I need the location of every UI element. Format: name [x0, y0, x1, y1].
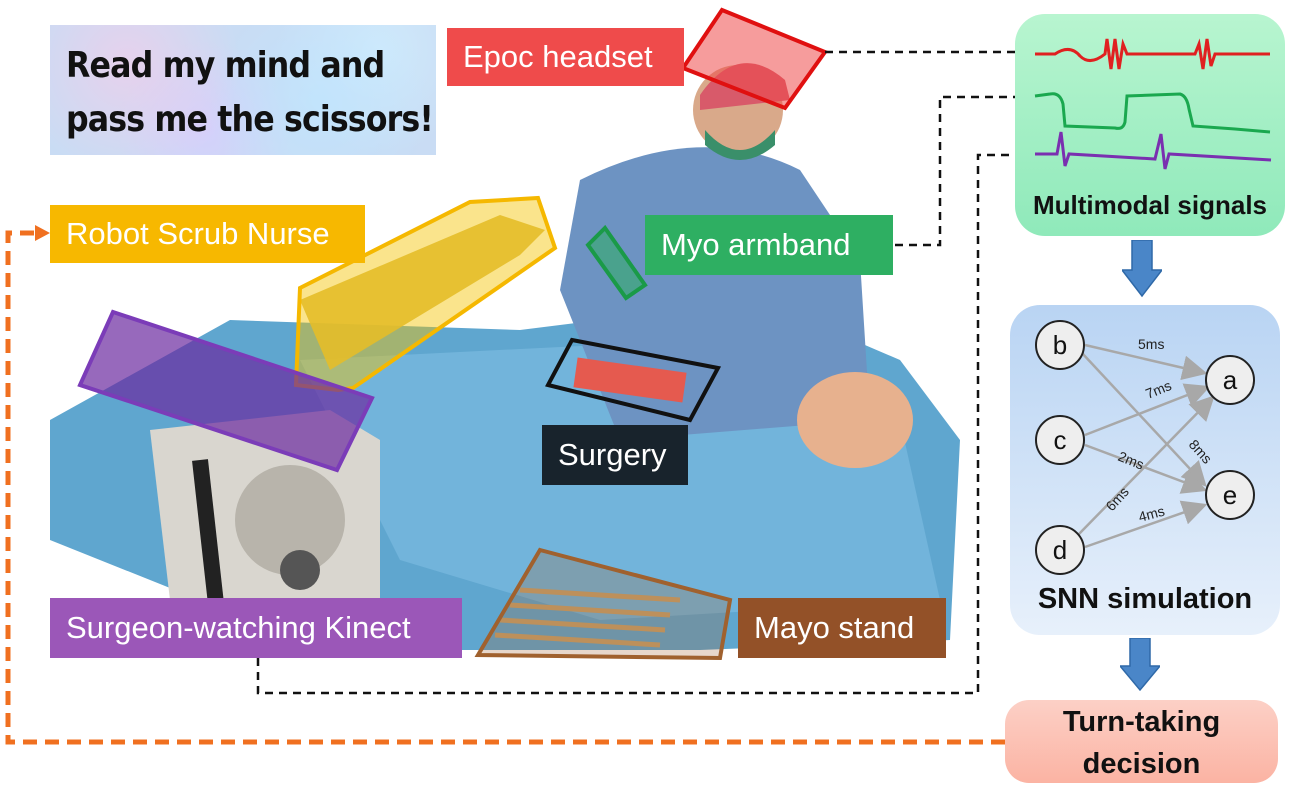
- feedback-arrow: [5, 230, 1005, 745]
- down-arrow-icon: [1120, 638, 1160, 692]
- label-kinect: Surgeon-watching Kinect: [50, 598, 462, 658]
- edge-label-5ms: 5ms: [1138, 336, 1164, 352]
- snn-simulation-panel: b c d a e 5ms 7ms 8ms 2ms 6ms 4ms SNN si…: [1010, 305, 1280, 635]
- label-surgery: Surgery: [542, 425, 688, 485]
- edge-b-e: [1081, 352, 1207, 487]
- edge-label-4ms: 4ms: [1137, 503, 1167, 525]
- node-e: e: [1223, 480, 1237, 510]
- decision-title-line-1: Turn-taking: [1062, 706, 1221, 738]
- epoc-highlight: [679, 7, 829, 111]
- robot-arm: [300, 215, 545, 370]
- mannequin-head: [797, 372, 913, 468]
- myo-highlight: [585, 224, 648, 301]
- edge-d-e: [1084, 500, 1208, 549]
- quote-box: Read my mind and pass me the scissors!: [50, 25, 436, 155]
- node-b: b: [1053, 330, 1067, 360]
- edge-c-a: [1084, 383, 1211, 437]
- label-mayo: Mayo stand: [738, 598, 946, 658]
- snn-simulation-title: SNN simulation: [1037, 583, 1253, 615]
- label-robot: Robot Scrub Nurse: [50, 205, 365, 263]
- signal-waveforms: [1034, 38, 1272, 170]
- edge-label-8ms: 8ms: [1186, 436, 1216, 466]
- signal-green: [1034, 92, 1271, 134]
- label-myo: Myo armband: [645, 215, 893, 275]
- mayo-tools: [494, 587, 681, 648]
- down-arrow-icon: [1122, 240, 1162, 298]
- node-a: a: [1223, 365, 1238, 395]
- edge-b-a: [1084, 343, 1208, 381]
- edge-label-2ms: 2ms: [1116, 448, 1147, 473]
- edge-label-7ms: 7ms: [1143, 377, 1174, 402]
- edge-label-6ms: 6ms: [1102, 484, 1132, 514]
- turn-taking-decision-panel: Turn-taking decision: [1005, 700, 1278, 783]
- node-d: d: [1053, 535, 1067, 565]
- signal-red: [1035, 38, 1270, 70]
- quote-line-2: pass me the scissors!: [66, 99, 434, 140]
- surgery-highlight: [545, 337, 722, 423]
- snn-graph: b c d a e 5ms 7ms 8ms 2ms 6ms 4ms: [1035, 320, 1255, 575]
- multimodal-signals-panel: Multimodal signals: [1015, 14, 1285, 236]
- edge-d-a: [1077, 395, 1215, 536]
- node-c: c: [1054, 425, 1067, 455]
- decision-title-line-2: decision: [1082, 748, 1201, 780]
- quote-line-1: Read my mind and: [66, 45, 385, 86]
- multimodal-signals-title: Multimodal signals: [1032, 190, 1268, 220]
- signal-purple: [1035, 131, 1272, 170]
- mayo-highlight: [474, 547, 733, 661]
- myo-connector: [895, 95, 1020, 247]
- kinect-highlight: [77, 309, 375, 473]
- kinect-connector: [256, 153, 1020, 695]
- label-epoc: Epoc headset: [447, 28, 684, 86]
